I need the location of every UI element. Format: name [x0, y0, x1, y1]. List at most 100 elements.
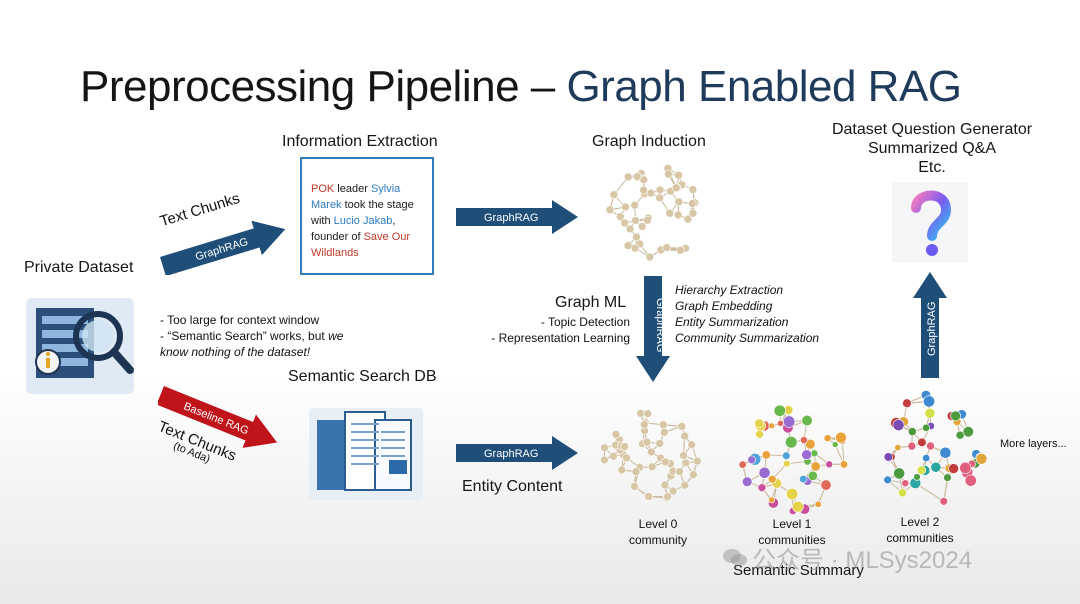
graph-node	[907, 441, 917, 451]
graph-node	[623, 241, 633, 250]
graph-node	[689, 470, 698, 479]
graph-node	[655, 193, 664, 203]
graph-node	[680, 431, 689, 441]
graph-node	[939, 446, 952, 459]
question-mark-icon	[892, 182, 968, 262]
graph-node	[646, 188, 656, 198]
graph-node	[655, 439, 665, 448]
graph-node	[680, 480, 690, 490]
graph-node	[673, 210, 683, 220]
graphrag-arrow-down: GraphRAG	[636, 276, 670, 382]
graph-node	[621, 202, 630, 212]
graph-node	[768, 475, 777, 484]
graph-node	[799, 474, 808, 484]
baseline-rag-arrow: Baseline RAG	[158, 386, 278, 448]
graph-node	[623, 172, 633, 182]
entity-content-label: Entity Content	[462, 478, 563, 495]
graph-node	[786, 488, 799, 501]
graph-node	[892, 419, 905, 432]
graph-node	[839, 460, 849, 469]
graph-node	[773, 404, 786, 417]
graph-node	[647, 462, 657, 472]
graph-node	[639, 185, 648, 195]
graph-node	[930, 461, 942, 473]
graph-node	[616, 212, 625, 222]
graph-node	[757, 483, 767, 492]
graph-induction-network	[605, 164, 700, 262]
graph-node	[792, 500, 804, 513]
graph-node	[662, 243, 671, 252]
graph-node	[916, 465, 927, 475]
graph-node	[902, 398, 912, 408]
graph-node	[810, 461, 821, 472]
graph-node	[738, 460, 747, 469]
graph-induction-label: Graph Induction	[592, 133, 706, 150]
documents-icon	[309, 408, 423, 500]
information-extraction-label: Information Extraction	[282, 133, 438, 150]
dataset-notes: - Too large for context window - “Semant…	[160, 313, 344, 359]
graph-node	[671, 183, 681, 193]
semantic-search-db-label: Semantic Search DB	[288, 368, 437, 385]
graph-ml-right-list: Hierarchy Extraction Graph Embedding Ent…	[675, 283, 820, 345]
graph-node	[754, 418, 764, 429]
graph-node	[643, 409, 653, 418]
graph-node	[959, 461, 972, 474]
graph-node	[622, 453, 631, 463]
graphrag-arrow-up: GraphRAG	[913, 272, 947, 378]
graph-node	[922, 453, 931, 462]
graph-node	[646, 447, 656, 457]
graph-node	[831, 441, 839, 448]
svg-text:GraphRAG: GraphRAG	[484, 212, 538, 224]
svg-text:GraphRAG: GraphRAG	[654, 298, 666, 352]
graph-node	[810, 449, 819, 458]
graph-node	[645, 252, 655, 262]
graph-node	[636, 408, 645, 418]
graph-node	[665, 208, 675, 218]
graph-node	[926, 441, 935, 451]
graph-node	[807, 470, 818, 481]
graph-node	[642, 437, 652, 447]
graph-node	[675, 467, 684, 476]
graph-node	[950, 410, 961, 422]
graph-node	[894, 444, 902, 452]
graph-node	[693, 456, 702, 466]
graph-node	[674, 197, 684, 207]
graph-node	[823, 434, 832, 443]
graph-node	[835, 431, 847, 444]
graph-node	[747, 455, 756, 464]
graph-node	[761, 450, 771, 460]
graph-node	[661, 457, 670, 467]
graph-node	[630, 200, 640, 210]
graph-node	[785, 435, 798, 449]
level1-communities-graph	[738, 404, 849, 515]
graph-node	[758, 466, 771, 479]
graph-node	[924, 407, 936, 419]
dataset-icon	[26, 298, 134, 394]
graph-node	[676, 246, 685, 255]
level0-community-graph	[600, 408, 702, 503]
graph-node	[893, 467, 906, 480]
graphrag-arrow-1: GraphRAG	[456, 200, 578, 234]
graph-node	[611, 430, 621, 439]
graph-node	[631, 467, 641, 476]
graph-node	[644, 492, 653, 501]
graph-node	[620, 442, 630, 451]
graph-node	[687, 440, 697, 449]
graph-node	[820, 479, 832, 491]
graph-node	[655, 185, 665, 195]
private-dataset-label: Private Dataset	[24, 259, 134, 276]
graph-node	[883, 475, 892, 485]
graph-node	[917, 437, 927, 447]
graph-node	[923, 395, 936, 408]
info-extraction-box: POK leader Sylvia Marek took the stage w…	[300, 157, 434, 275]
graph-node	[755, 430, 764, 439]
graph-node	[681, 458, 690, 468]
title-accent: Graph Enabled RAG	[566, 62, 962, 111]
graph-node	[630, 482, 639, 491]
watermark-text: 公众号 · MLSys2024	[752, 547, 973, 574]
graph-node	[677, 422, 687, 431]
graph-node	[783, 415, 796, 428]
graph-node	[777, 420, 784, 427]
